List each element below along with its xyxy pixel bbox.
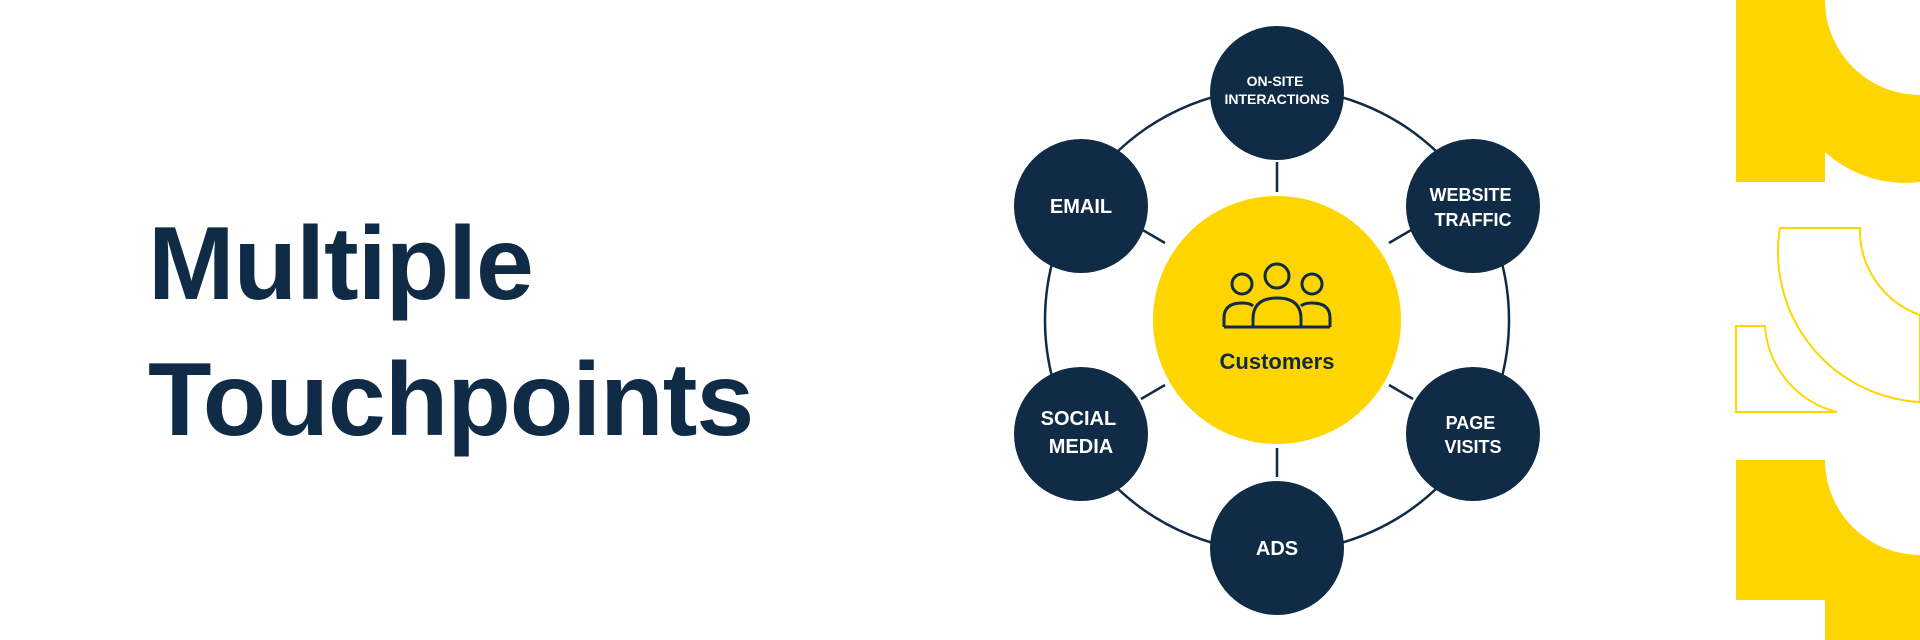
customers-hub: Customers (1153, 196, 1401, 444)
spoke-email (1140, 227, 1166, 245)
svg-text:WEBSITE TRAFFIC: WEBSITE TRAFFIC (1429, 185, 1516, 230)
node-label-line: TRAFFIC (1435, 210, 1512, 230)
node-label-line: INTERACTIONS (1225, 91, 1330, 107)
touchpoint-on-site-interactions: ON-SITE INTERACTIONS (1210, 26, 1344, 160)
touchpoint-website-traffic: WEBSITE TRAFFIC (1406, 139, 1540, 273)
node-circle (1014, 139, 1148, 273)
decor-middle-outline (1735, 227, 1920, 413)
svg-text:SOCIAL MEDIA: SOCIAL MEDIA (1041, 408, 1122, 458)
node-label-line: SOCIAL (1041, 408, 1116, 430)
node-circle (1014, 367, 1148, 501)
svg-text:EMAIL: EMAIL (1050, 196, 1112, 218)
svg-text:ON-SITE INTERACTIONS: ON-SITE INTERACTIONS (1225, 73, 1330, 107)
node-label-line: EMAIL (1050, 196, 1112, 218)
page-title: Multiple Touchpoints (148, 196, 754, 468)
decor-bottom-quarter (1736, 460, 1920, 640)
hub-circle (1153, 196, 1401, 444)
title-line-1: Multiple (148, 206, 534, 322)
node-label-line: WEBSITE (1429, 185, 1511, 205)
node-label-line: ADS (1256, 538, 1298, 560)
node-circle (1210, 26, 1344, 160)
node-label-line: PAGE (1446, 413, 1496, 433)
touchpoint-page-visits: PAGE VISITS (1406, 367, 1540, 501)
touchpoint-email: EMAIL (1014, 139, 1148, 273)
hub-label: Customers (1220, 349, 1335, 374)
decorative-shapes (1735, 0, 1920, 640)
node-label-line: VISITS (1444, 437, 1501, 457)
spoke-website-traffic (1388, 227, 1414, 245)
node-circle (1406, 139, 1540, 273)
svg-text:PAGE VISITS: PAGE VISITS (1444, 413, 1501, 457)
people-group-icon (1222, 262, 1332, 329)
node-label-line: ON-SITE (1247, 73, 1304, 89)
title-line-2: Touchpoints (148, 342, 754, 458)
touchpoint-ads: ADS (1210, 481, 1344, 615)
node-circle (1210, 481, 1344, 615)
node-circle (1406, 367, 1540, 501)
touchpoint-social-media: SOCIAL MEDIA (1014, 367, 1148, 501)
decor-top-quarter (1736, 0, 1920, 183)
node-label-line: MEDIA (1049, 436, 1113, 458)
spoke-page-visits (1388, 383, 1414, 401)
svg-text:ADS: ADS (1256, 538, 1298, 560)
spokes (1140, 162, 1414, 477)
spoke-social-media (1140, 383, 1166, 401)
